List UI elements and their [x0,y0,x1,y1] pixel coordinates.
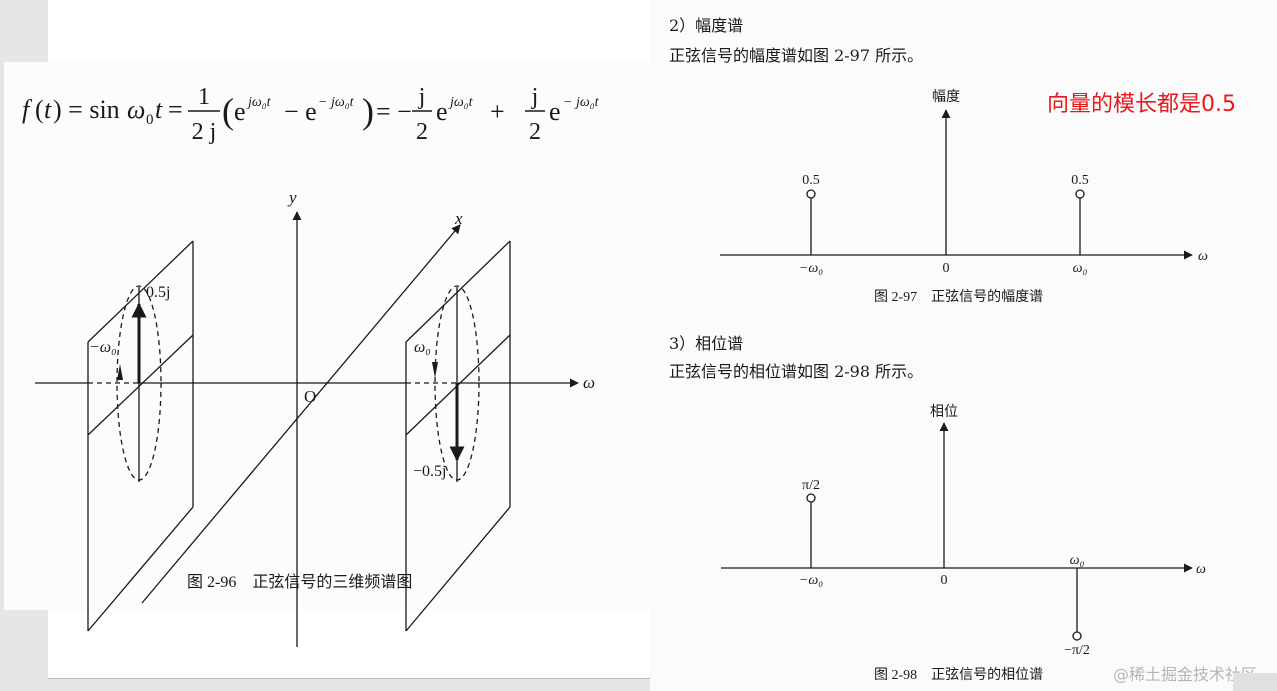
x-axis-label: x [454,209,463,228]
positive-phasor-label: 0.5j [146,284,170,301]
omega-axis-label: ω [583,373,595,392]
amp-label-pos: 0.5 [1071,173,1089,188]
corner-gray-block [1233,673,1277,691]
formula-omega: ω [127,95,145,124]
left-rotation-ellipse [116,285,162,481]
big-paren-open: ( [222,91,234,131]
formula-lhs-f: f [22,95,33,124]
origin-label: O [304,387,316,406]
plus: + [490,97,505,126]
minus1: − e [284,97,317,126]
phase-tick-zero: 0 [941,573,948,588]
negative-frequency-label: −ω₀ [89,339,117,356]
figure-2-96-caption: 图 2-96 正弦信号的三维频谱图 [187,574,413,591]
exp-term4: − jω₀t [563,95,600,110]
document-scan-panel [650,0,1277,691]
figure-2-97-caption: 图 2-97 正弦信号的幅度谱 [874,290,1044,305]
amp-tick-zero: 0 [943,261,950,276]
right-plane-top-edge [405,240,511,343]
positive-frequency-label: ω₀ [414,339,431,356]
amp-xlabel: ω [1198,249,1208,264]
amp-marker-neg [806,189,816,199]
left-rotation-arrow-icon [117,364,123,380]
formula-t: t [155,95,163,124]
phase-tick-pos: ω₀ [1070,553,1085,568]
frac3-denominator: 2 [529,119,541,145]
e-term1: e [234,97,246,126]
amp-marker-pos [1075,189,1085,199]
e-term3: e [436,97,448,126]
formula-lhs-close: ) = sin [53,95,120,124]
section-3-heading: 3）相位谱 [669,334,744,353]
phase-marker-pos [1072,631,1082,641]
phase-ylabel: 相位 [930,404,958,420]
section-2-text: 正弦信号的幅度谱如图 2-97 所示。 [669,46,924,65]
right-rotation-arrow-icon [432,362,438,378]
amp-tick-neg: −ω₀ [799,261,823,276]
y-axis-label: y [287,188,297,207]
exp-term3: jω₀t [448,95,474,110]
negative-phasor-label: −0.5j [413,463,446,480]
amp-tick-pos: ω₀ [1073,261,1088,276]
e-term4: e [549,97,561,126]
big-paren-close: ) [362,91,374,131]
figure-2-98-caption: 图 2-98 正弦信号的相位谱 [874,668,1044,683]
frac1-denominator: 2 j [192,119,217,145]
formula-graphic: f ( t ) = sin ω 0 t = 1 2 j ( e jω₀t − e… [22,84,600,145]
left-plane-top-edge [87,240,194,343]
amp-label-neg: 0.5 [802,173,820,188]
formula-lhs-t: t [44,95,52,124]
phase-xlabel: ω [1196,562,1206,577]
amp-ylabel: 幅度 [932,89,960,105]
left-plane-x-line [87,334,194,436]
figure-3d-spectrum-panel [4,62,652,610]
right-rotation-ellipse [434,285,480,481]
phase-label-neg: π/2 [802,478,820,493]
frac1-numerator: 1 [198,84,210,110]
frac2-denominator: 2 [416,119,428,145]
phase-marker-neg [806,493,816,503]
section-2-heading: 2）幅度谱 [669,16,744,35]
phase-tick-neg: −ω₀ [799,573,823,588]
frac3-numerator: j [531,84,539,110]
frac2-numerator: j [418,84,426,110]
section-3-text: 正弦信号的相位谱如图 2-98 所示。 [669,362,924,381]
phase-label-pos: −π/2 [1064,643,1090,658]
formula-eq1: = [168,95,183,124]
exp-term2: − jω₀t [318,95,355,110]
red-annotation: 向量的模长都是0.5 [1047,92,1236,117]
right-plane-bottom-edge [405,506,511,632]
formula-subscript: 0 [146,112,154,128]
x-axis [141,224,461,604]
left-plane-bottom-edge [87,506,194,632]
formula-lhs-paren: ( [35,95,44,124]
watermark: @稀土掘金技术社区 [1113,665,1258,684]
formula-eq2: = − [376,97,412,126]
exp-term1: jω₀t [246,95,272,110]
